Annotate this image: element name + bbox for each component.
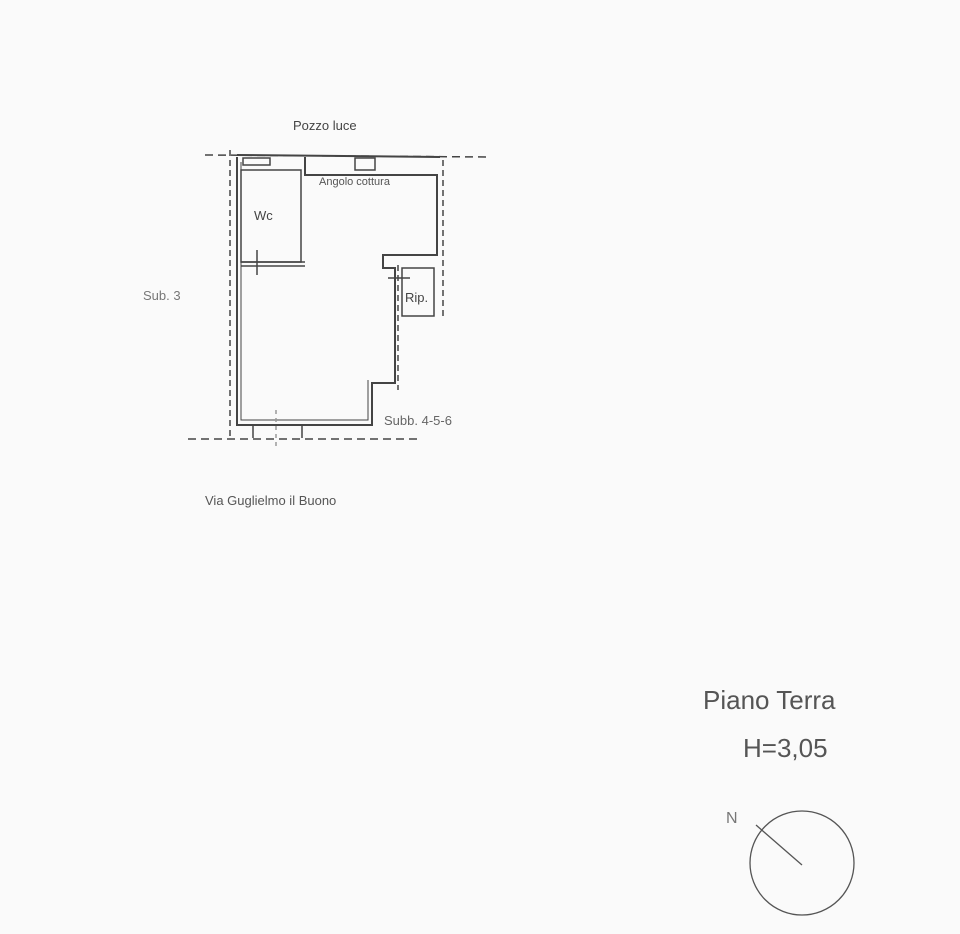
floor-title: Piano Terra [703,685,836,715]
ceiling-height: H=3,05 [743,733,828,763]
storage-label: Rip. [405,290,429,305]
right-neighbor-label: Subb. 4-5-6 [384,413,452,428]
wc-label: Wc [254,208,273,223]
street-label: Via Guglielmo il Buono [205,493,337,508]
north-label: N [726,810,738,827]
left-neighbor-label: Sub. 3 [143,288,181,303]
light-well-label: Pozzo luce [293,118,357,133]
north-arrow-icon [749,810,855,916]
top-boundary-line [204,154,489,158]
kitchen-label: Angolo cottura [319,176,390,188]
